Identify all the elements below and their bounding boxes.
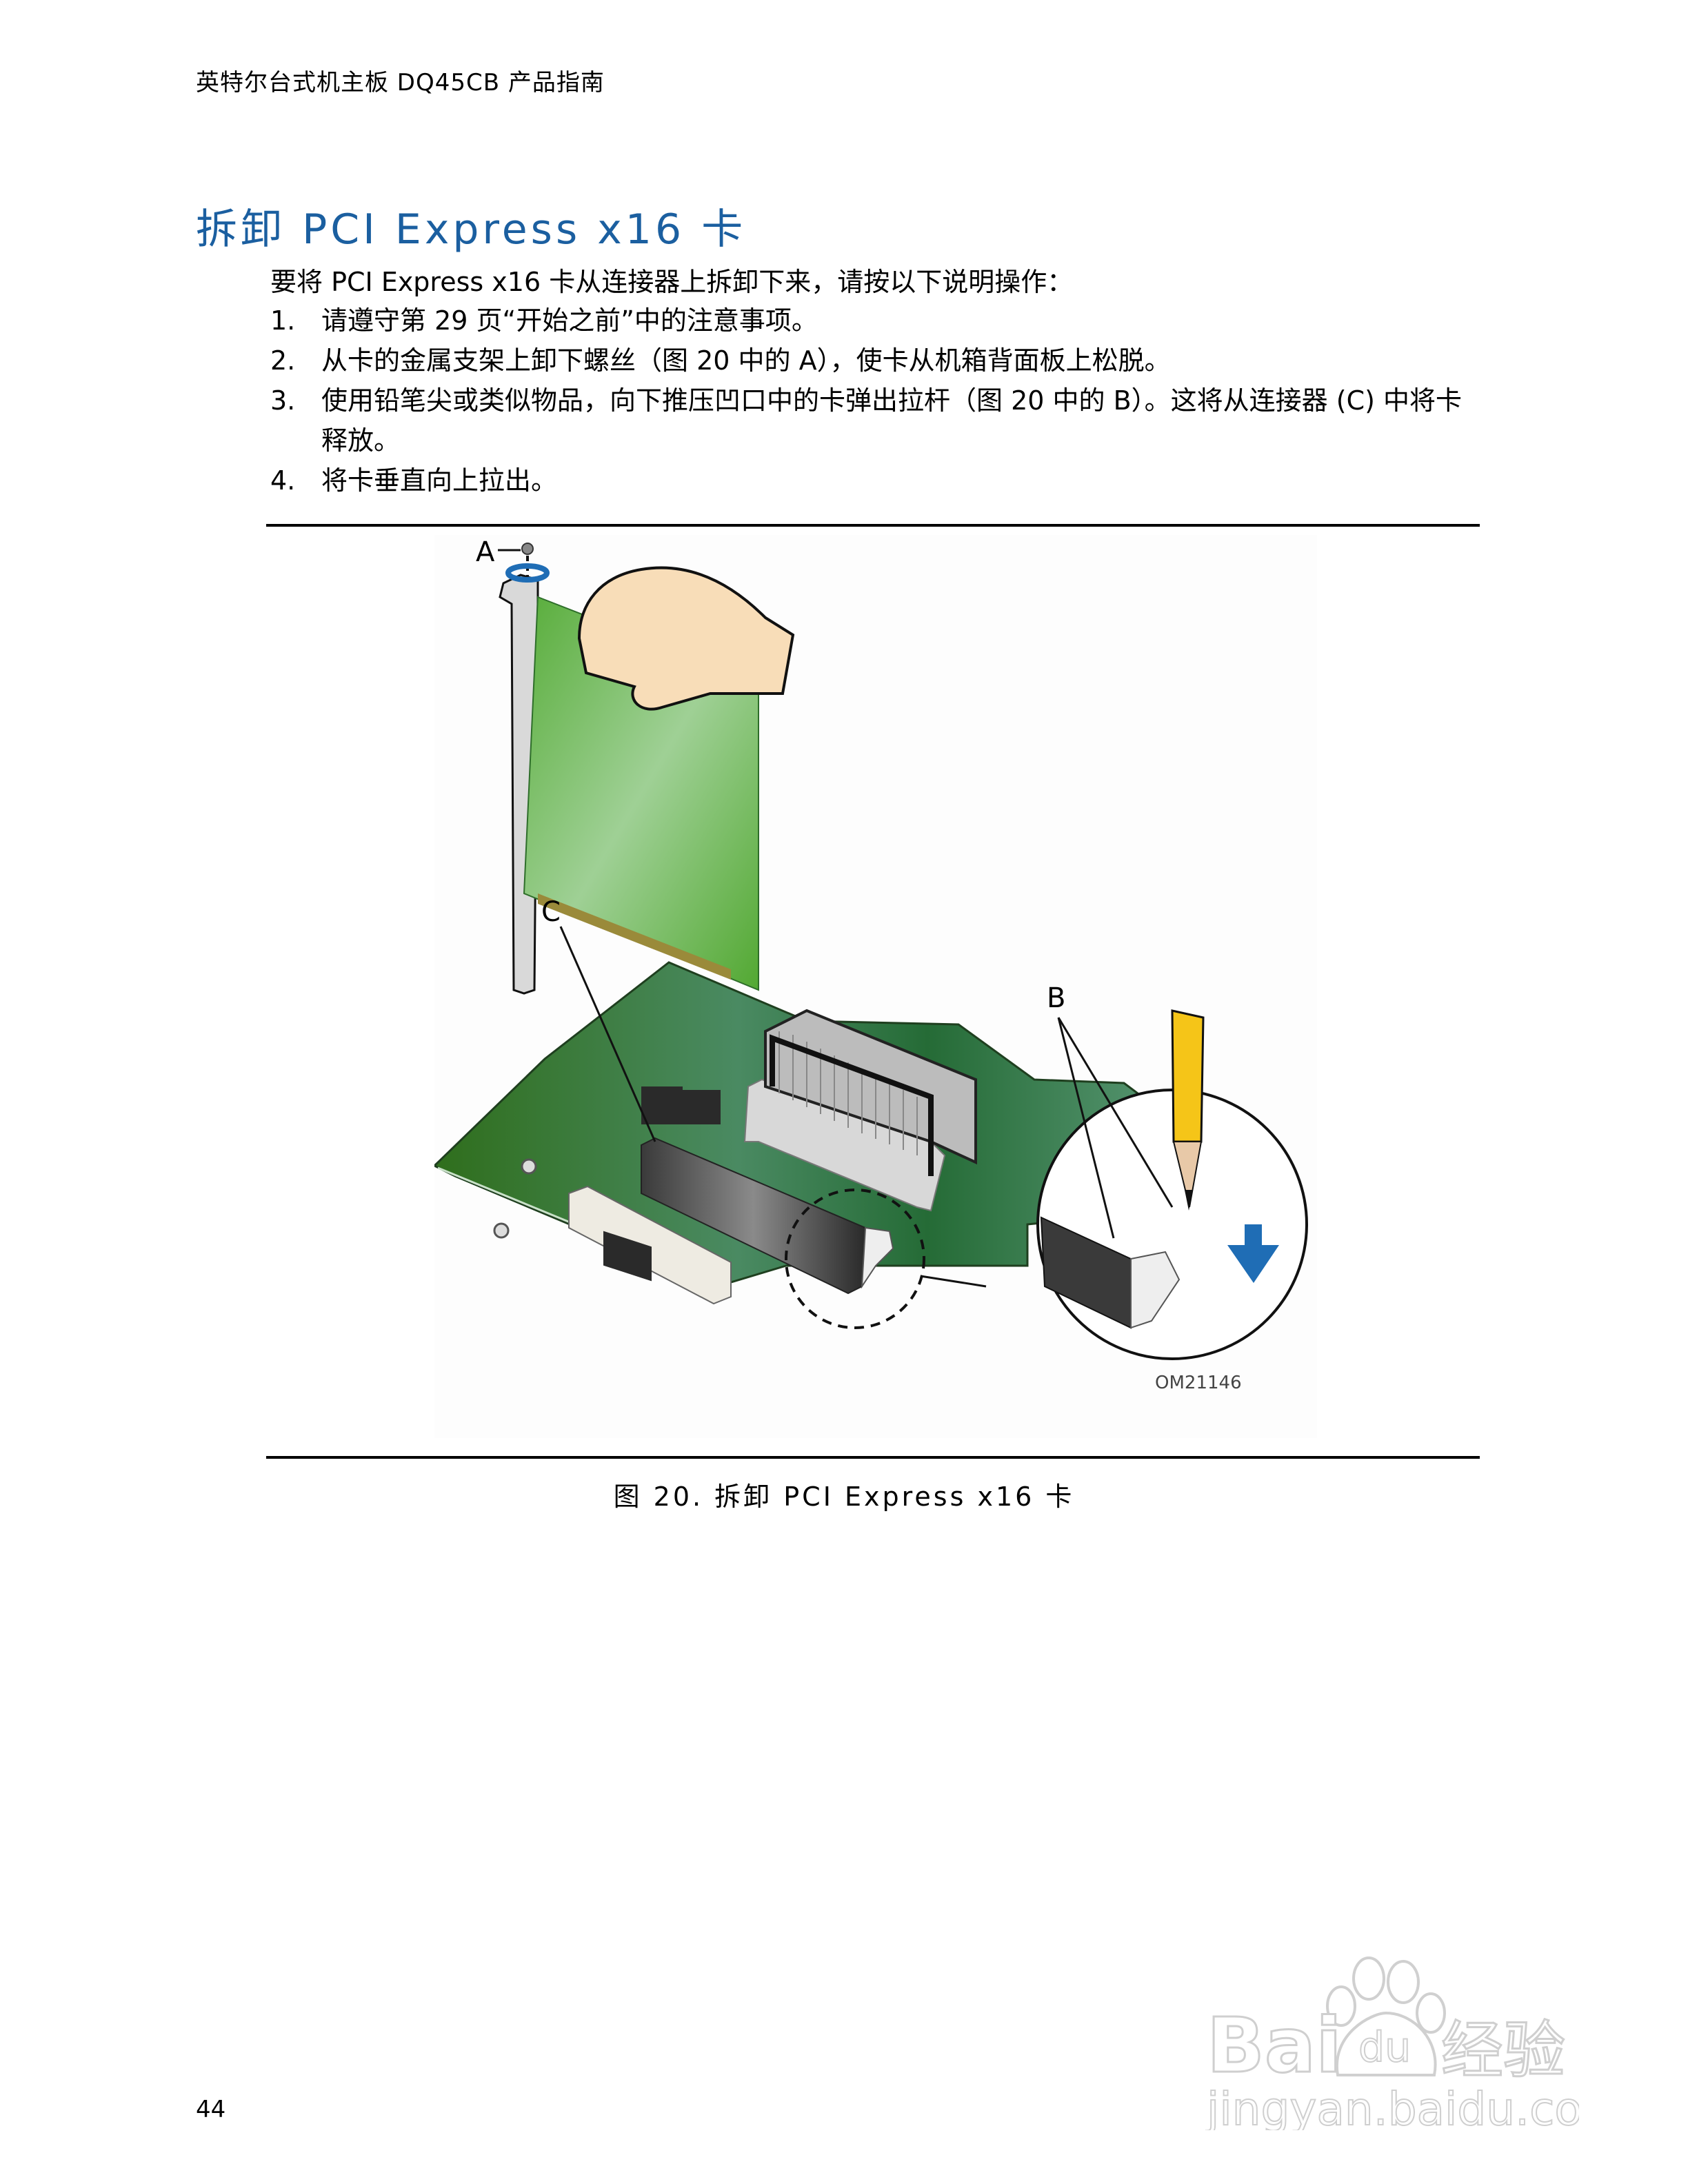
step-text: 将卡垂直向上拉出。 [321, 465, 558, 496]
step-item: 3. 使用铅笔尖或类似物品，向下推压凹口中的卡弹出拉杆（图 20 中的 B）。这将… [270, 381, 1477, 461]
figure-top-rule [266, 524, 1480, 527]
watermark-jingyan: 经验 [1441, 2014, 1565, 2087]
watermark-url: jingyan.baidu.com [1205, 2083, 1579, 2130]
step-number: 4. [270, 465, 296, 496]
running-header: 英特尔台式机主板 DQ45CB 产品指南 [196, 69, 605, 97]
intro-paragraph: 要将 PCI Express x16 卡从连接器上拆卸下来，请按以下说明操作： [270, 267, 1074, 297]
step-number: 2. [270, 345, 296, 376]
figure-bottom-rule [266, 1456, 1480, 1459]
figure-caption: 图 20. 拆卸 PCI Express x16 卡 [613, 1482, 1075, 1512]
step-item: 4. 将卡垂直向上拉出。 [270, 461, 1477, 501]
label-c: C [541, 896, 561, 928]
step-number: 3. [270, 385, 296, 416]
step-number: 1. [270, 305, 296, 336]
pencil-graphic [1171, 1009, 1205, 1211]
detail-zoom-graphic [1036, 1089, 1308, 1360]
step-item: 1. 请遵守第 29 页“开始之前”中的注意事项。 [270, 301, 1477, 341]
figure-illustration: A C B OM21146 [432, 535, 1317, 1438]
paw-icon [1352, 1957, 1385, 2001]
label-b: B [1047, 982, 1065, 1014]
step-item: 2. 从卡的金属支架上卸下螺丝（图 20 中的 A），使卡从机箱背面板上松脱。 [270, 341, 1477, 381]
heatsink-graphic [743, 1009, 977, 1212]
figure-id-code: OM21146 [1155, 1373, 1242, 1393]
watermark-du: du [1358, 2023, 1411, 2072]
section-title: 拆卸 PCI Express x16 卡 [196, 205, 747, 254]
step-text: 使用铅笔尖或类似物品，向下推压凹口中的卡弹出拉杆（图 20 中的 B）。这将从连… [321, 385, 1463, 456]
baidu-watermark: Bai du 经验 jingyan.baidu.com [1193, 1923, 1627, 2136]
screw-a-graphic [505, 543, 550, 583]
label-a: A [476, 536, 495, 568]
page-number: 44 [196, 2096, 226, 2123]
step-list: 1. 请遵守第 29 页“开始之前”中的注意事项。 2. 从卡的金属支架上卸下螺丝（… [270, 301, 1477, 501]
step-text: 从卡的金属支架上卸下螺丝（图 20 中的 A），使卡从机箱背面板上松脱。 [321, 345, 1171, 376]
watermark-brand: Bai [1207, 2001, 1342, 2090]
step-text: 请遵守第 29 页“开始之前”中的注意事项。 [321, 305, 818, 336]
hand-graphic [577, 566, 795, 711]
